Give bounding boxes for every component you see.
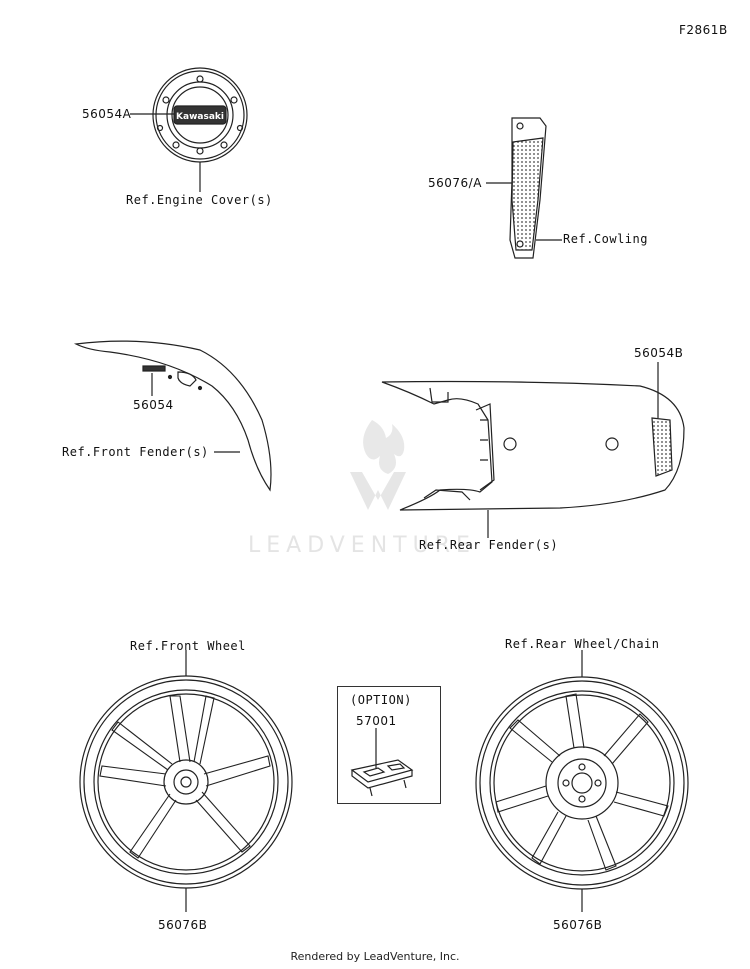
ref-front-fender-label: Ref.Front Fender(s) <box>62 445 209 459</box>
front-fender <box>73 340 272 492</box>
ref-engine-cover-label: Ref.Engine Cover(s) <box>126 193 273 207</box>
ref-rear-fender-label: Ref.Rear Fender(s) <box>419 538 559 552</box>
front-wheel <box>79 650 293 912</box>
cowling-decal <box>486 117 562 259</box>
rear-wheel <box>475 650 689 912</box>
part-number-56076B-front[interactable]: 56076B <box>158 918 208 932</box>
emblem-logo-text: Kawasaki <box>176 112 224 122</box>
part-number-56054A[interactable]: 56054A <box>82 107 132 121</box>
part-number-56054B[interactable]: 56054B <box>634 346 684 360</box>
ref-cowling-label: Ref.Cowling <box>563 232 648 246</box>
footer-credit: Rendered by LeadVenture, Inc. <box>290 950 460 963</box>
option-label: (OPTION) <box>350 693 412 707</box>
part-number-57001[interactable]: 57001 <box>356 714 397 728</box>
rear-fender <box>381 362 685 538</box>
part-number-56076A[interactable]: 56076/A <box>428 176 482 190</box>
part-number-56054[interactable]: 56054 <box>133 398 174 412</box>
ref-front-wheel-label: Ref.Front Wheel <box>130 639 246 653</box>
engine-cover-emblem <box>130 67 248 192</box>
part-number-56076B-rear[interactable]: 56076B <box>553 918 603 932</box>
watermark-text: LEADVENTURE <box>248 533 476 558</box>
ref-rear-wheel-label: Ref.Rear Wheel/Chain <box>505 637 660 651</box>
watermark-logo: LEADVENTURE <box>248 420 476 558</box>
option-box <box>337 686 441 804</box>
option-part-57001 <box>350 728 414 797</box>
figure-code: F2861B <box>679 23 728 37</box>
